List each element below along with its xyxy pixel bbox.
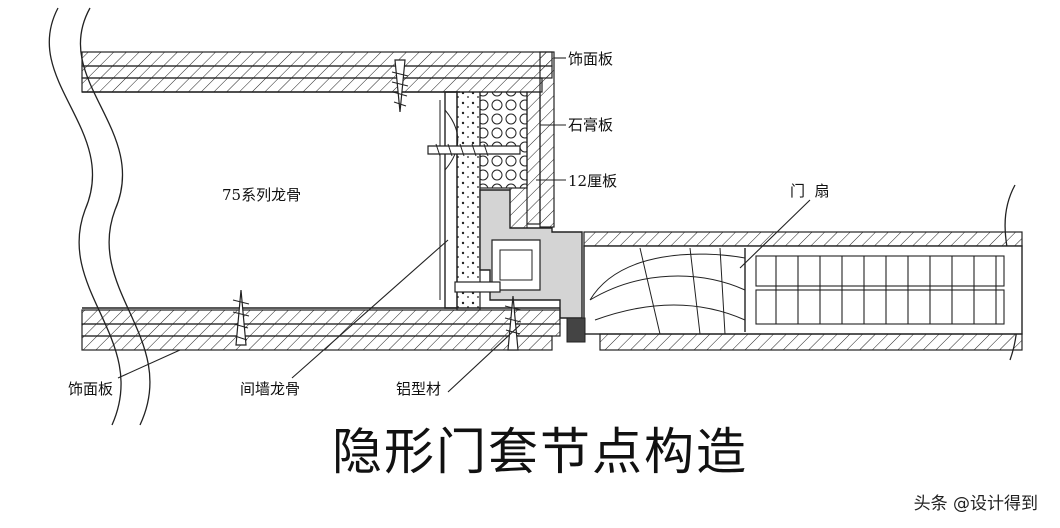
label-keel-75: 75系列龙骨 <box>222 186 302 204</box>
label-gypsum: 石膏板 <box>568 116 614 134</box>
page-title: 隐形门套节点构造 <box>332 423 748 481</box>
label-partition-keel: 间墙龙骨 <box>240 380 301 398</box>
watermark: 头条 @设计得到 <box>913 494 1038 514</box>
aluminum-profile <box>479 189 583 319</box>
label-door-leaf: 门 扇 <box>790 182 830 200</box>
top-finish-board <box>81 51 553 93</box>
infill-left <box>456 91 481 311</box>
door-stop <box>566 317 586 343</box>
bolt <box>454 281 501 293</box>
door-leaf <box>583 231 1023 351</box>
end-boards <box>526 51 555 228</box>
label-aluminum: 铝型材 <box>396 380 442 398</box>
label-finish-bottom: 饰面板 <box>68 380 114 398</box>
left-break-line <box>48 7 122 426</box>
screw-middle <box>427 143 521 157</box>
screw-top <box>391 59 409 113</box>
gypsum-board <box>479 91 528 189</box>
partition-keel-profile <box>439 91 459 309</box>
screw-bottom-left <box>232 289 250 346</box>
label-plywood: 12厘板 <box>568 172 618 190</box>
plywood-12 <box>509 187 528 229</box>
bottom-finish-board <box>81 307 561 351</box>
leader-lines <box>117 57 811 393</box>
label-finish-top: 饰面板 <box>568 50 614 68</box>
